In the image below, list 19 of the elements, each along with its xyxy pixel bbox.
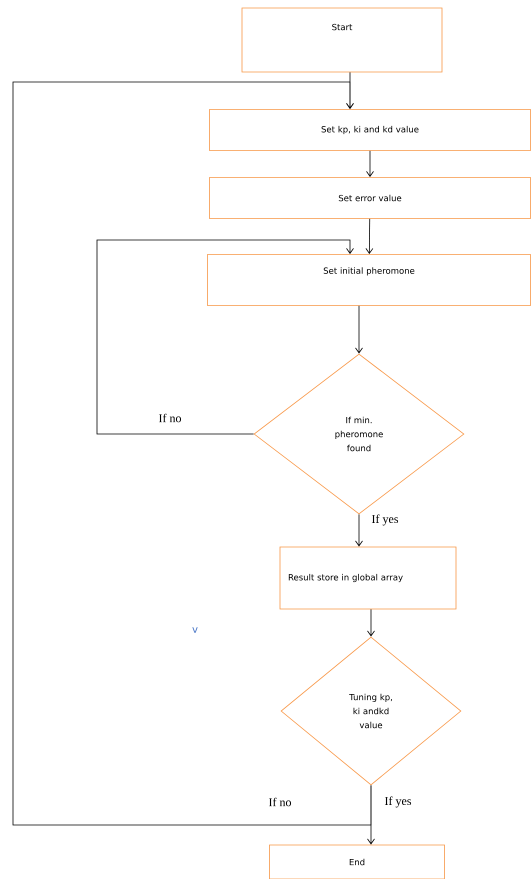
edge-label: If yes — [370, 514, 400, 527]
process-box: Set initial pheromone — [207, 254, 531, 306]
arrow — [12, 82, 372, 826]
arrow — [366, 218, 374, 254]
arrow — [355, 306, 363, 354]
arrow — [355, 514, 363, 547]
arrow — [96, 240, 354, 434]
edge-label: If no — [268, 796, 292, 808]
process-box: Set error value — [209, 177, 531, 219]
process-box: End — [269, 844, 445, 879]
edge-label: If yes — [384, 796, 412, 809]
edge-label: If no — [158, 412, 182, 424]
process-box: Start — [242, 8, 442, 72]
process-box: Result store in global array — [280, 546, 456, 610]
arrow — [366, 150, 374, 178]
process-box: Set kp, ki and kd value — [209, 109, 531, 151]
arrow — [367, 785, 375, 845]
stray-mark: v — [192, 627, 198, 633]
arrow — [367, 609, 375, 637]
